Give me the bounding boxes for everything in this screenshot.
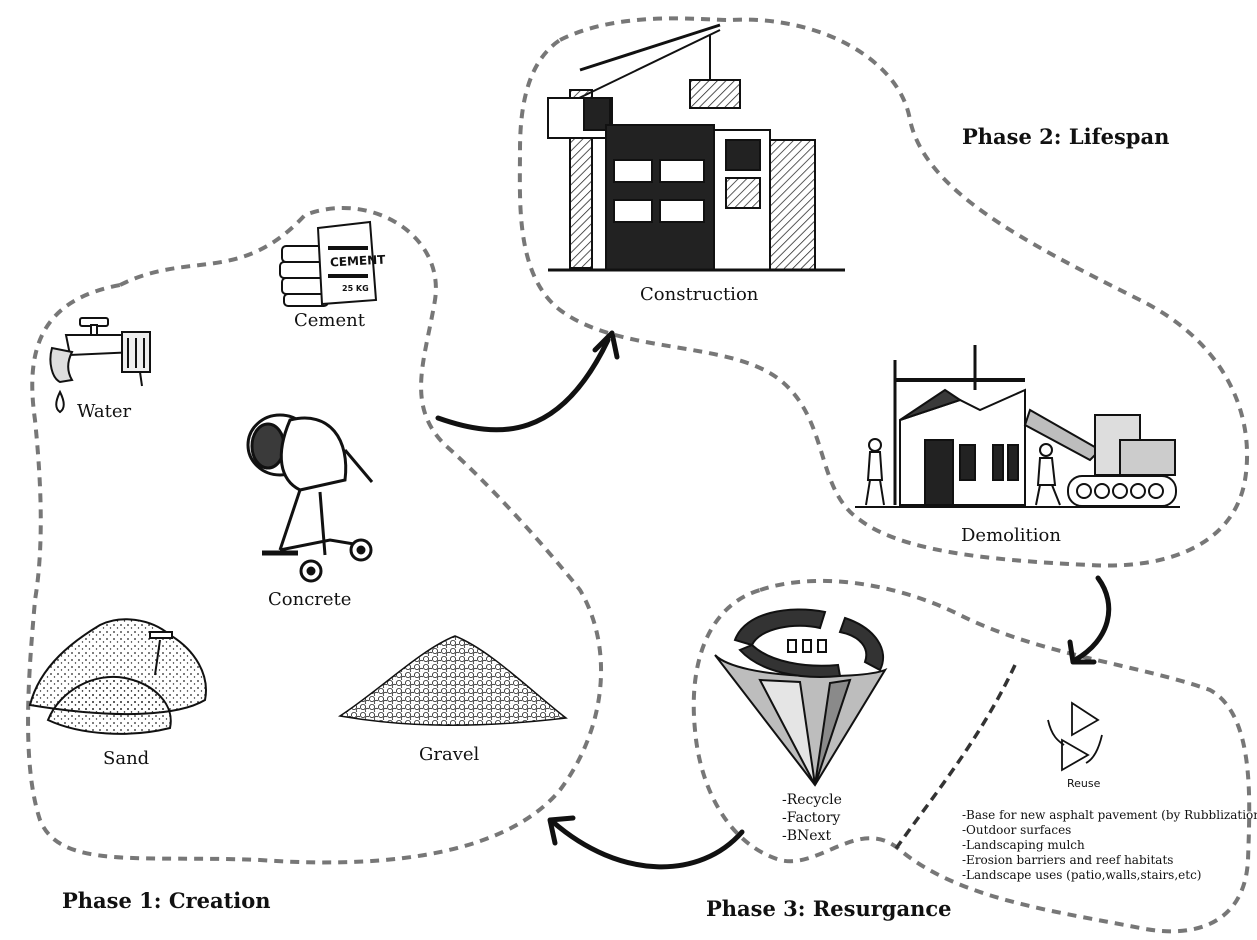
recycle-list: -Recycle -Factory -BNext — [782, 791, 842, 845]
recycle-line: -Recycle — [782, 792, 842, 808]
bnext-line: -BNext — [782, 828, 832, 844]
reuse-use-item: -Landscaping mulch — [962, 838, 1085, 852]
concrete-label: Concrete — [268, 589, 352, 610]
phase3-region — [691, 578, 1252, 934]
phase3-divider — [893, 664, 1017, 852]
arrow-resurgance-to-creation — [547, 815, 745, 870]
phase2-title: Phase 2: Lifespan — [962, 124, 1170, 149]
cement-bag-text: CEMENT — [329, 252, 386, 270]
cement-label: Cement — [294, 310, 365, 331]
recycle-building-icon — [714, 608, 888, 787]
demolition-label: Demolition — [961, 525, 1061, 546]
reuse-use-item: -Erosion barriers and reef habitats — [962, 853, 1174, 867]
water-tap-icon — [49, 317, 151, 414]
reuse-use-item: -Outdoor surfaces — [962, 823, 1072, 837]
cement-bag-weight: 25 KG — [342, 284, 369, 293]
phase2-region — [517, 16, 1250, 568]
sand-label: Sand — [103, 748, 150, 769]
phase3-title: Phase 3: Resurgance — [706, 896, 952, 921]
phase1-region — [26, 206, 603, 865]
construction-icon — [547, 23, 845, 272]
sand-pile-icon — [28, 618, 207, 735]
arrow-demolition-to-resurgance — [1067, 575, 1112, 665]
phase1-title: Phase 1: Creation — [62, 888, 271, 913]
factory-line: -Factory — [782, 810, 841, 826]
demolition-icon — [855, 345, 1180, 508]
reuse-icon — [1047, 701, 1103, 772]
arrow-creation-to-construction — [435, 330, 620, 433]
construction-label: Construction — [640, 284, 759, 305]
water-label: Water — [77, 401, 132, 422]
reuse-uses-list: -Base for new asphalt pavement (by Rubbl… — [962, 808, 1257, 883]
reuse-label: Reuse — [1067, 777, 1101, 790]
concrete-mixer-icon — [246, 413, 374, 583]
gravel-label: Gravel — [419, 744, 480, 765]
cement-bags-icon — [279, 220, 378, 307]
reuse-use-item: -Landscape uses (patio,walls,stairs,etc) — [962, 868, 1202, 882]
reuse-use-item: -Base for new asphalt pavement (by Rubbl… — [962, 808, 1257, 822]
gravel-pile-icon — [337, 635, 568, 726]
